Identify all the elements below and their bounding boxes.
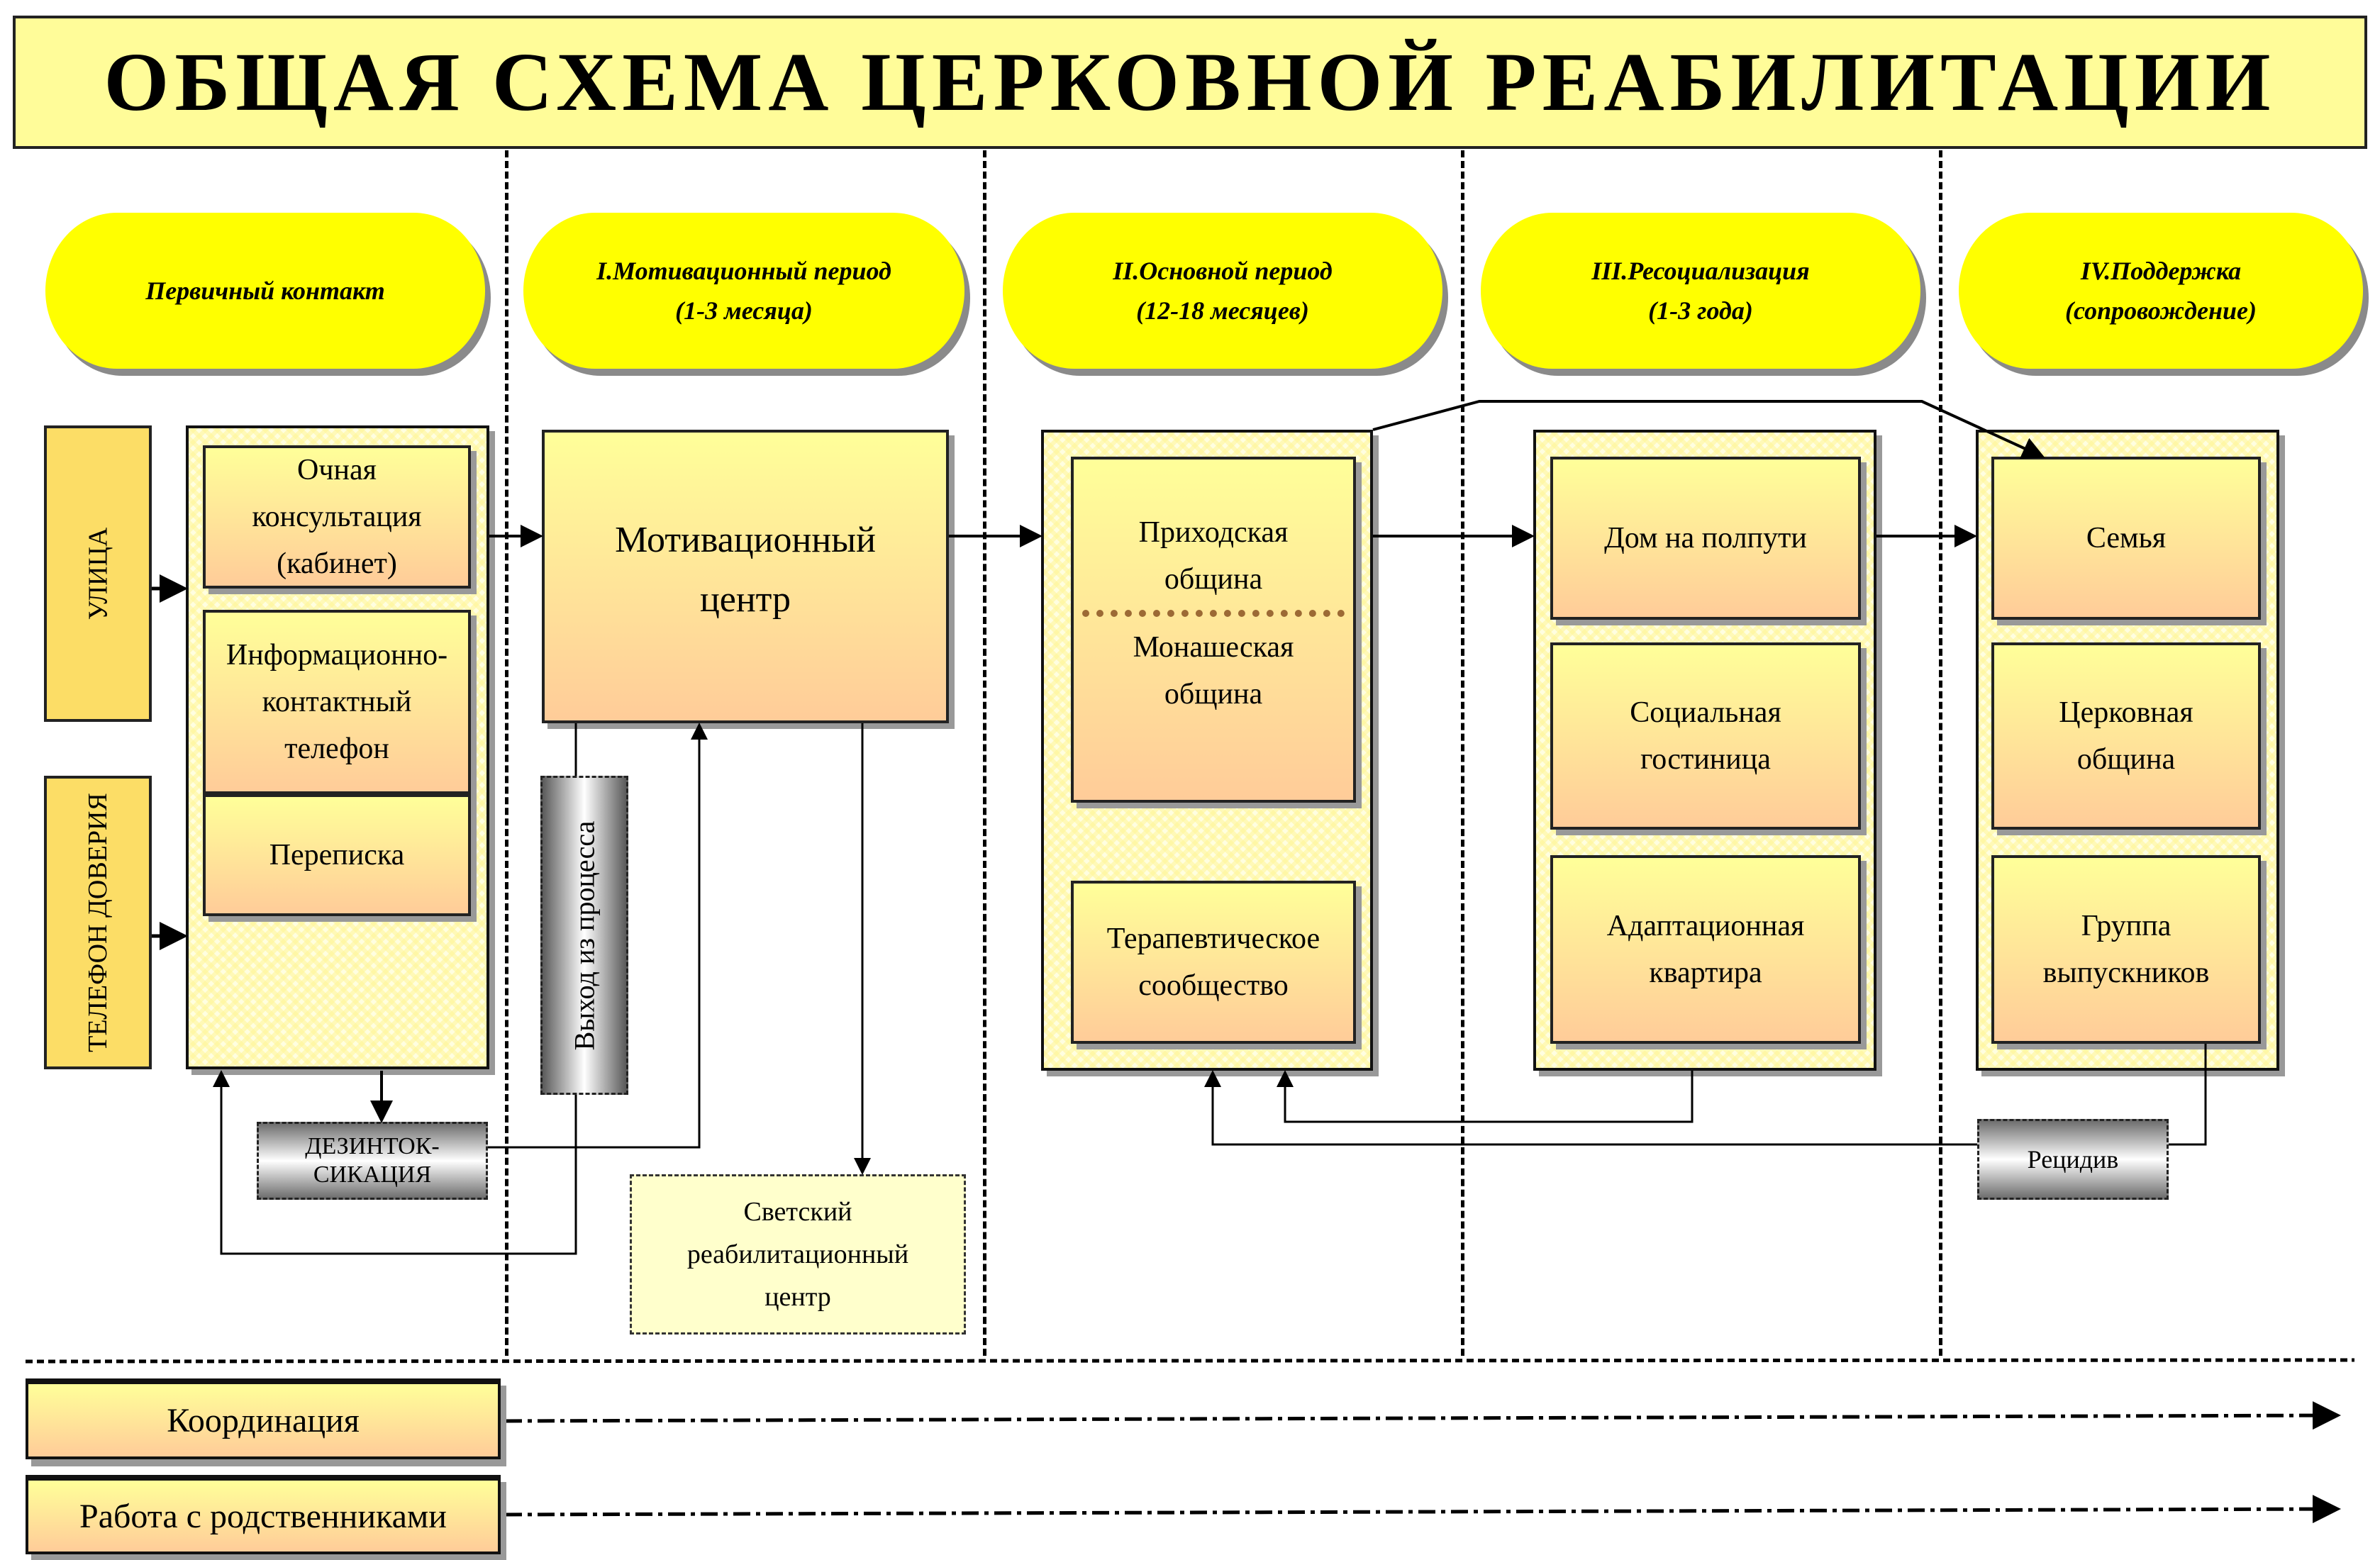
phase-divider xyxy=(505,150,508,1356)
arrow-coordination xyxy=(504,1401,2341,1430)
box-text: выпускников xyxy=(2042,957,2210,989)
box-text: сообщество xyxy=(1138,969,1289,1002)
box-alumni-group: Группа выпускников xyxy=(1991,855,2261,1044)
phase-duration: (сопровождение) xyxy=(2065,296,2257,325)
arrow-main-to-family xyxy=(1372,400,2045,459)
box-text: Координация xyxy=(167,1401,360,1439)
box-motivation-center: Мотивационный центр xyxy=(542,430,949,723)
phase-label: II.Основной период xyxy=(1113,257,1333,285)
phase-label: IV.Поддержка xyxy=(2080,257,2242,285)
box-social-hotel: Социальная гостиница xyxy=(1550,642,1861,830)
phase-main: II.Основной период (12-18 месяцев) xyxy=(1003,213,1442,369)
box-text: Работа с родственниками xyxy=(79,1497,447,1535)
box-adaptation-apartment: Адаптационная квартира xyxy=(1550,855,1861,1044)
phase-primary-contact: Первичный контакт xyxy=(45,213,485,369)
phase-support: IV.Поддержка (сопровождение) xyxy=(1959,213,2363,369)
box-text: контактный xyxy=(262,686,412,718)
box-text: община xyxy=(1164,563,1263,596)
box-text: Переписка xyxy=(269,839,405,871)
box-text: гостиница xyxy=(1640,743,1771,776)
box-text: центр xyxy=(764,1282,831,1312)
box-consultation: Очная консультация (кабинет) xyxy=(203,445,471,589)
arrow-relatives-work xyxy=(504,1495,2341,1524)
box-family: Семья xyxy=(1991,457,2261,620)
box-exit-process: Выход из процесса xyxy=(540,776,628,1095)
box-text: община xyxy=(1164,678,1263,711)
arrow-relapse-back-to-main xyxy=(1204,1070,1977,1146)
box-parish-monastic: Приходская община Монашеская община xyxy=(1071,457,1356,803)
box-text: Светский xyxy=(743,1197,852,1227)
box-correspondence: Переписка xyxy=(203,794,471,916)
box-text: Адаптационная xyxy=(1606,910,1805,942)
box-relapse: Рецидив xyxy=(1977,1119,2169,1200)
phase-duration: (1-3 года) xyxy=(1648,296,1753,325)
phase-divider xyxy=(1939,150,1942,1356)
box-detox: ДЕЗИНТОК- СИКАЦИЯ xyxy=(257,1122,488,1200)
source-hotline: ТЕЛЕФОН ДОВЕРИЯ xyxy=(44,776,152,1069)
box-text: Мотивационный xyxy=(615,520,876,560)
box-text: СИКАЦИЯ xyxy=(313,1161,432,1188)
box-text: Семья xyxy=(2086,522,2167,555)
box-text: Группа xyxy=(2081,910,2172,942)
box-secular-center: Светский реабилитационный центр xyxy=(630,1174,966,1335)
phase-divider xyxy=(983,150,986,1356)
box-text: Информационно- xyxy=(226,639,448,672)
box-phone: Информационно- контактный телефон xyxy=(203,610,471,794)
source-street: УЛИЦА xyxy=(44,425,152,722)
separator-dotted xyxy=(1082,610,1345,617)
phase-label: I.Мотивационный период xyxy=(596,257,891,285)
box-text: реабилитационный xyxy=(686,1239,909,1269)
box-text: Социальная xyxy=(1630,696,1781,729)
phase-resocialization: III.Ресоциализация (1-3 года) xyxy=(1481,213,1920,369)
box-halfway-house: Дом на полпути xyxy=(1550,457,1861,620)
box-text: консультация xyxy=(252,501,422,533)
phase-duration: (1-3 месяца) xyxy=(675,296,813,325)
phase-motivation: I.Мотивационный период (1-3 месяца) xyxy=(523,213,964,369)
box-text: Приходская xyxy=(1138,516,1289,549)
phase-duration: (12-18 месяцев) xyxy=(1136,296,1309,325)
horizontal-divider xyxy=(25,1358,2355,1364)
box-relatives-work: Работа с родственниками xyxy=(26,1475,501,1554)
diagram-title: ОБЩАЯ СХЕМА ЦЕРКОВНОЙ РЕАБИЛИТАЦИИ xyxy=(13,16,2367,149)
arrow-detox-to-motivation xyxy=(488,723,708,1149)
box-text: Монашеская xyxy=(1133,631,1294,664)
box-text: квартира xyxy=(1649,957,1762,989)
box-church-community: Церковная община xyxy=(1991,642,2261,830)
arrow-resocialization-back-to-main xyxy=(1277,1070,1694,1123)
box-text: ДЕЗИНТОК- xyxy=(305,1133,440,1159)
box-coordination: Координация xyxy=(26,1378,501,1459)
box-text: Очная xyxy=(297,454,377,486)
phase-divider xyxy=(1461,150,1464,1356)
box-text: (кабинет) xyxy=(277,547,397,580)
box-text: телефон xyxy=(284,732,389,765)
box-text: центр xyxy=(699,579,791,620)
box-text: Дом на полпути xyxy=(1604,522,1807,555)
box-text: Церковная xyxy=(2059,696,2193,729)
box-text: община xyxy=(2076,743,2176,776)
arrow-relapse-to-main xyxy=(2169,1044,2207,1146)
box-text: Рецидив xyxy=(2027,1145,2119,1174)
phase-label: Первичный контакт xyxy=(145,277,385,305)
box-text: Терапевтическое xyxy=(1106,923,1320,955)
box-therapeutic: Терапевтическое сообщество xyxy=(1071,881,1356,1044)
arrow-exit-to-contact xyxy=(213,1070,577,1255)
phase-label: III.Ресоциализация xyxy=(1591,257,1810,285)
